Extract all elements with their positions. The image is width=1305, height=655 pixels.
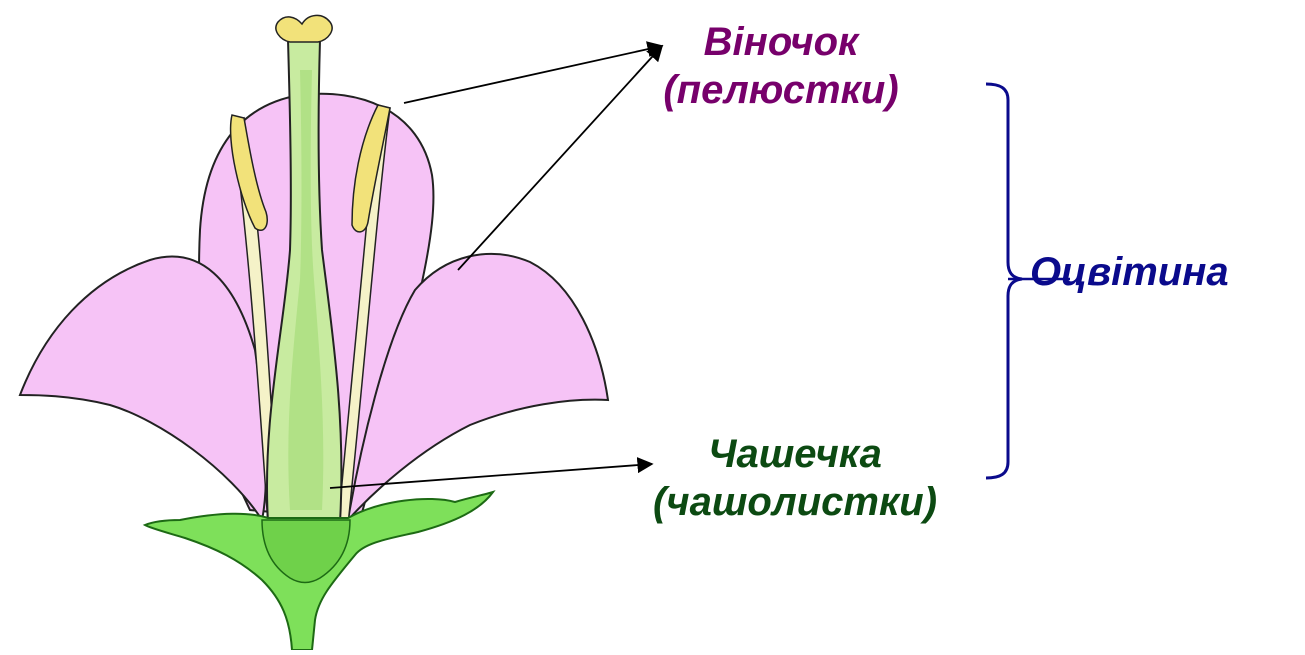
perianth-bracket [986, 84, 1022, 478]
corolla-label: Віночок (пелюстки) [636, 18, 926, 114]
calyx-subtitle: (чашолистки) [600, 478, 990, 526]
calyx-label: Чашечка (чашолистки) [600, 430, 990, 526]
perianth-label: Оцвітина [1030, 248, 1300, 296]
stigma [276, 15, 332, 42]
corolla-arrow-2 [458, 46, 662, 270]
corolla-subtitle: (пелюстки) [636, 66, 926, 114]
corolla-arrow-1 [404, 46, 662, 103]
calyx-title: Чашечка [600, 430, 990, 478]
corolla-title: Віночок [636, 18, 926, 66]
left-petal [20, 257, 266, 520]
